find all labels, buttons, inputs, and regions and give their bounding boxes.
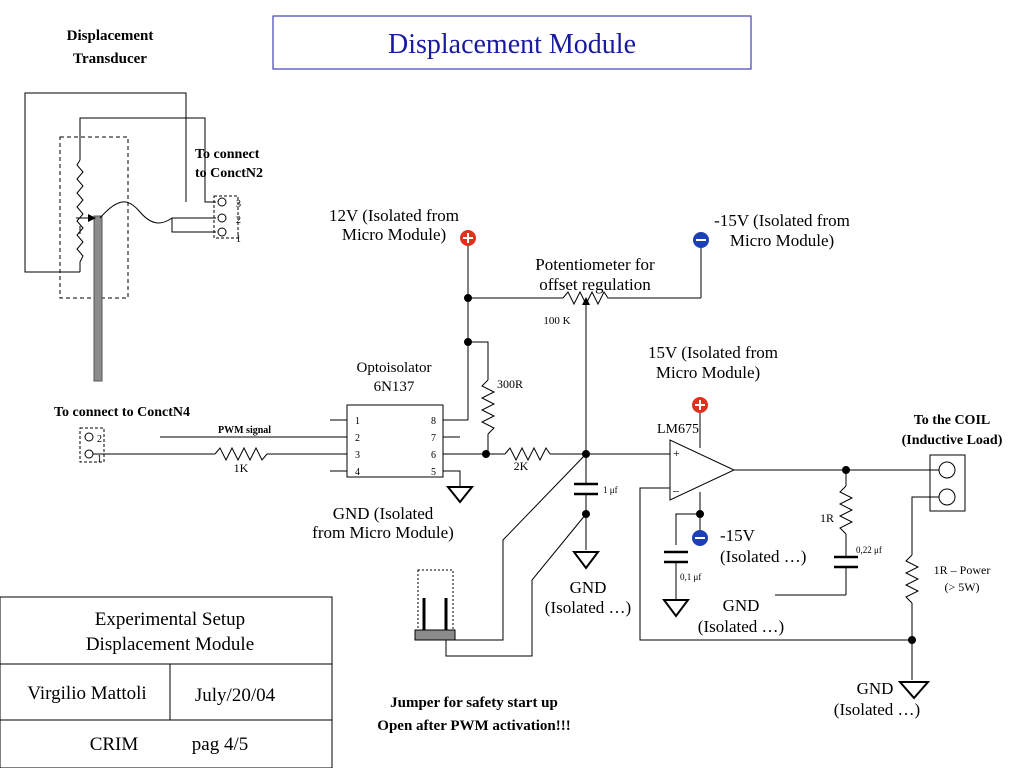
conctn2-label-line2: to ConctN2 (195, 166, 263, 181)
svg-text:5: 5 (431, 467, 436, 478)
wiper-wire (99, 201, 216, 224)
supply-15v-line1: 15V (Isolated from (648, 343, 778, 362)
svg-text:8: 8 (431, 416, 436, 427)
gnd-center-line2: (Isolated …) (545, 598, 631, 617)
info-line1: Experimental Setup (95, 609, 245, 630)
safety-jumper: Jumper for safety start up Open after PW… (377, 569, 571, 734)
info-author: Virgilio Mattoli (27, 683, 146, 704)
supply-12v-line1: 12V (Isolated from (329, 206, 459, 225)
svg-text:6: 6 (431, 450, 436, 461)
gnd-center-line1: GND (570, 578, 607, 597)
jumper-label-line1: Jumper for safety start up (390, 695, 558, 711)
svg-text:1: 1 (355, 416, 360, 427)
svg-text:1 μf: 1 μf (603, 485, 618, 495)
conctn4-label: To connect to ConctN4 (54, 405, 190, 420)
info-org: CRIM (90, 734, 139, 755)
svg-text:1: 1 (236, 234, 241, 245)
displacement-transducer: Displacement Transducer (24, 28, 216, 382)
coil-output: To the COIL (Inductive Load) 1R – Power … (834, 413, 1003, 719)
svg-text:3: 3 (236, 199, 241, 210)
supply-neg15-amp-line1: -15V (720, 526, 756, 545)
transducer-rod (93, 215, 103, 382)
svg-text:1: 1 (97, 454, 102, 465)
gnd-amp-line1: GND (723, 596, 760, 615)
svg-text:1R: 1R (820, 511, 834, 525)
transducer-label-line1: Displacement (67, 28, 154, 44)
svg-text:2: 2 (97, 434, 102, 445)
svg-text:–: – (672, 483, 680, 497)
gnd-right-line1: GND (857, 679, 894, 698)
svg-text:0,22 μf: 0,22 μf (856, 545, 882, 555)
info-page: pag 4/5 (192, 734, 248, 755)
supply-neg15-top-line1: -15V (Isolated from (714, 211, 850, 230)
svg-text:2: 2 (355, 433, 360, 444)
coil-label-line2: (Inductive Load) (902, 433, 1003, 448)
svg-text:0,1 μf: 0,1 μf (680, 572, 701, 582)
supply-12v: 12V (Isolated from Micro Module) (329, 206, 563, 421)
conctn4-connector: To connect to ConctN4 2 1 PWM signal 1K (54, 405, 344, 475)
supply-neg15-amp-line2: (Isolated …) (720, 547, 806, 566)
supply-15v-line2: Micro Module) (656, 363, 760, 382)
opto-gnd-line1: GND (Isolated (333, 504, 434, 523)
pot-label-line1: Potentiometer for (535, 255, 655, 274)
pot-label-line2: offset regulation (539, 275, 651, 294)
supply-neg15-top-line2: Micro Module) (730, 231, 834, 250)
transducer-label-line2: Transducer (73, 51, 147, 67)
gnd-right-line2: (Isolated …) (834, 700, 920, 719)
resistor-1k (214, 446, 268, 462)
conctn2-label-line1: To connect (195, 147, 260, 162)
jumper-cap (414, 629, 456, 641)
resistor-2k: 2K (460, 446, 674, 473)
optoisolator: Optoisolator 6N137 1 2 3 4 8 7 6 5 (330, 360, 460, 478)
svg-text:1K: 1K (234, 461, 249, 475)
info-date: July/20/04 (195, 685, 276, 706)
svg-text:4: 4 (355, 467, 360, 478)
power-resistor-line1: 1R – Power (934, 563, 991, 577)
svg-text:7: 7 (431, 433, 436, 444)
power-resistor-line2: (> 5W) (944, 580, 979, 594)
potentiometer: -15V (Isolated from Micro Module) Potent… (535, 211, 850, 454)
page-title: Displacement Module (388, 29, 636, 60)
opto-label-line1: Optoisolator (357, 360, 432, 376)
opto-gnd: GND (Isolated from Micro Module) (312, 470, 475, 542)
pot-value: 100 K (543, 315, 570, 327)
info-line2: Displacement Module (86, 634, 254, 655)
svg-text:+: + (673, 446, 680, 460)
svg-text:3: 3 (355, 450, 360, 461)
lm675-amplifier: 15V (Isolated from Micro Module) LM675 +… (639, 343, 912, 641)
transducer-resistor (76, 159, 84, 272)
gnd-amp-line2: (Isolated …) (698, 617, 784, 636)
opto-label-line2: 6N137 (374, 379, 415, 395)
svg-text:300R: 300R (497, 377, 523, 391)
info-box: Experimental Setup Displacement Module V… (0, 596, 333, 768)
supply-12v-line2: Micro Module) (342, 225, 446, 244)
output-network: 1R 0,22 μf (734, 466, 940, 596)
amp-label: LM675 (657, 422, 699, 437)
conctn2-connector: To connect to ConctN2 3 2 1 (195, 147, 263, 245)
coil-label-line1: To the COIL (914, 413, 991, 428)
jumper-label-line2: Open after PWM activation!!! (377, 718, 570, 734)
resistor-300r: 300R (480, 377, 523, 454)
svg-text:2: 2 (236, 215, 241, 226)
pwm-signal-label: PWM signal (218, 425, 271, 436)
capacitor-1uf: 1 μf GND (Isolated …) (423, 453, 631, 657)
svg-text:2K: 2K (514, 459, 529, 473)
title-box: Displacement Module (272, 15, 752, 70)
opto-gnd-line2: from Micro Module) (312, 523, 454, 542)
